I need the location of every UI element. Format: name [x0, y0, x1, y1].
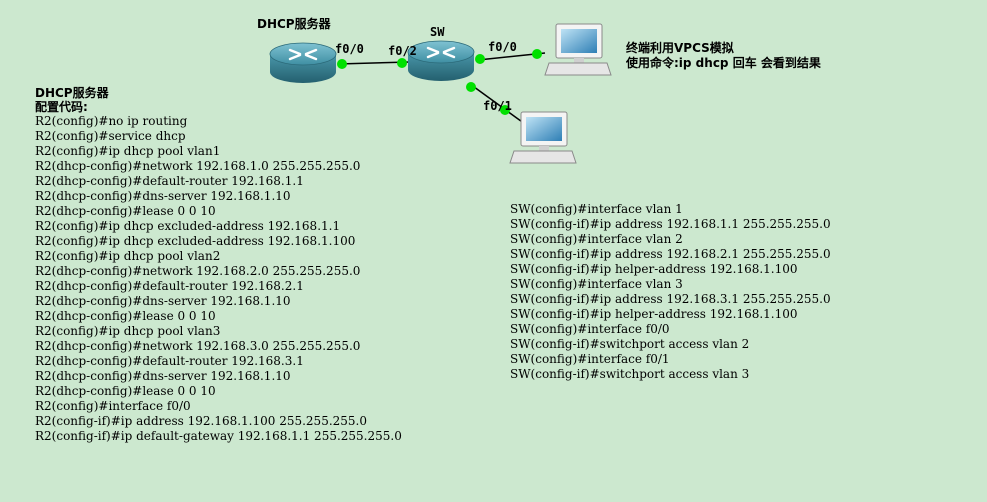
- dhcp-config-title: DHCP服务器: [35, 86, 109, 100]
- port-dot-pc1: [532, 49, 542, 59]
- dhcp-router-icon[interactable]: [269, 42, 337, 83]
- dhcp-server-label: DHCP服务器: [257, 17, 331, 31]
- dhcp-config-line: R2(config)#ip dhcp pool vlan2: [35, 249, 221, 263]
- pc1-icon[interactable]: [544, 23, 612, 76]
- dhcp-config-line: R2(dhcp-config)#network 192.168.2.0 255.…: [35, 264, 361, 278]
- port-dot-r2-f00: [337, 59, 347, 69]
- sw-config-line: SW(config)#interface vlan 1: [510, 202, 683, 216]
- switch-label: SW: [430, 25, 445, 39]
- sw-config-line: SW(config)#interface f0/0: [510, 322, 670, 336]
- sw-config-line: SW(config)#interface vlan 3: [510, 277, 683, 291]
- sw-config-line: SW(config)#interface vlan 2: [510, 232, 683, 246]
- dhcp-config-line: R2(dhcp-config)#network 192.168.1.0 255.…: [35, 159, 361, 173]
- dhcp-config-line: R2(dhcp-config)#lease 0 0 10: [35, 204, 216, 218]
- sw-config-line: SW(config-if)#ip helper-address 192.168.…: [510, 307, 798, 321]
- sw-config-line: SW(config-if)#ip helper-address 192.168.…: [510, 262, 798, 276]
- port-dot-sw-f02: [397, 58, 407, 68]
- sw-config-line: SW(config-if)#ip address 192.168.3.1 255…: [510, 292, 831, 306]
- dhcp-config-line: R2(config-if)#ip address 192.168.1.100 2…: [35, 414, 367, 428]
- dhcp-config-subtitle: 配置代码:: [35, 100, 88, 114]
- dhcp-config-line: R2(dhcp-config)#dns-server 192.168.1.10: [35, 369, 291, 383]
- dhcp-config-line: R2(dhcp-config)#lease 0 0 10: [35, 384, 216, 398]
- sw-config-line: SW(config-if)#ip address 192.168.1.1 255…: [510, 217, 831, 231]
- dhcp-config-line: R2(dhcp-config)#lease 0 0 10: [35, 309, 216, 323]
- sw-config-line: SW(config-if)#switchport access vlan 2: [510, 337, 750, 351]
- sw-config-line: SW(config-if)#ip address 192.168.2.1 255…: [510, 247, 831, 261]
- dhcp-config-line: R2(config)#service dhcp: [35, 129, 186, 143]
- dhcp-config-line: R2(config)#no ip routing: [35, 114, 188, 128]
- port-label-sw-f01: f0/1: [483, 99, 512, 113]
- sw-config-line: SW(config)#interface f0/1: [510, 352, 670, 366]
- link-sw-pc2: [469, 83, 526, 125]
- port-label-sw-f00: f0/0: [488, 40, 517, 54]
- port-label-sw-f02: f0/2: [388, 44, 417, 58]
- port-dot-sw-f01: [466, 82, 476, 92]
- sw-config-line: SW(config-if)#switchport access vlan 3: [510, 367, 750, 381]
- pc2-icon[interactable]: [509, 111, 577, 164]
- dhcp-config-line: R2(dhcp-config)#network 192.168.3.0 255.…: [35, 339, 361, 353]
- vpcs-note-line2: 使用命令:ip dhcp 回车 会看到结果: [626, 56, 821, 70]
- dhcp-config-line: R2(dhcp-config)#default-router 192.168.3…: [35, 354, 304, 368]
- switch-router-icon[interactable]: [407, 40, 475, 81]
- dhcp-config-line: R2(config-if)#ip default-gateway 192.168…: [35, 429, 402, 443]
- dhcp-config-line: R2(dhcp-config)#default-router 192.168.1…: [35, 174, 304, 188]
- dhcp-config-line: R2(dhcp-config)#default-router 192.168.2…: [35, 279, 304, 293]
- vpcs-note-line1: 终端利用VPCS模拟: [626, 41, 734, 55]
- dhcp-config-line: R2(config)#ip dhcp pool vlan3: [35, 324, 221, 338]
- dhcp-config-line: R2(config)#interface f0/0: [35, 399, 191, 413]
- port-label-r2-f00: f0/0: [335, 42, 364, 56]
- dhcp-config-line: R2(config)#ip dhcp pool vlan1: [35, 144, 221, 158]
- port-dot-pc2: [500, 105, 510, 115]
- dhcp-config-line: R2(config)#ip dhcp excluded-address 192.…: [35, 219, 341, 233]
- dhcp-config-line: R2(dhcp-config)#dns-server 192.168.1.10: [35, 294, 291, 308]
- dhcp-config-line: R2(dhcp-config)#dns-server 192.168.1.10: [35, 189, 291, 203]
- port-dot-sw-f00: [475, 54, 485, 64]
- dhcp-config-line: R2(config)#ip dhcp excluded-address 192.…: [35, 234, 356, 248]
